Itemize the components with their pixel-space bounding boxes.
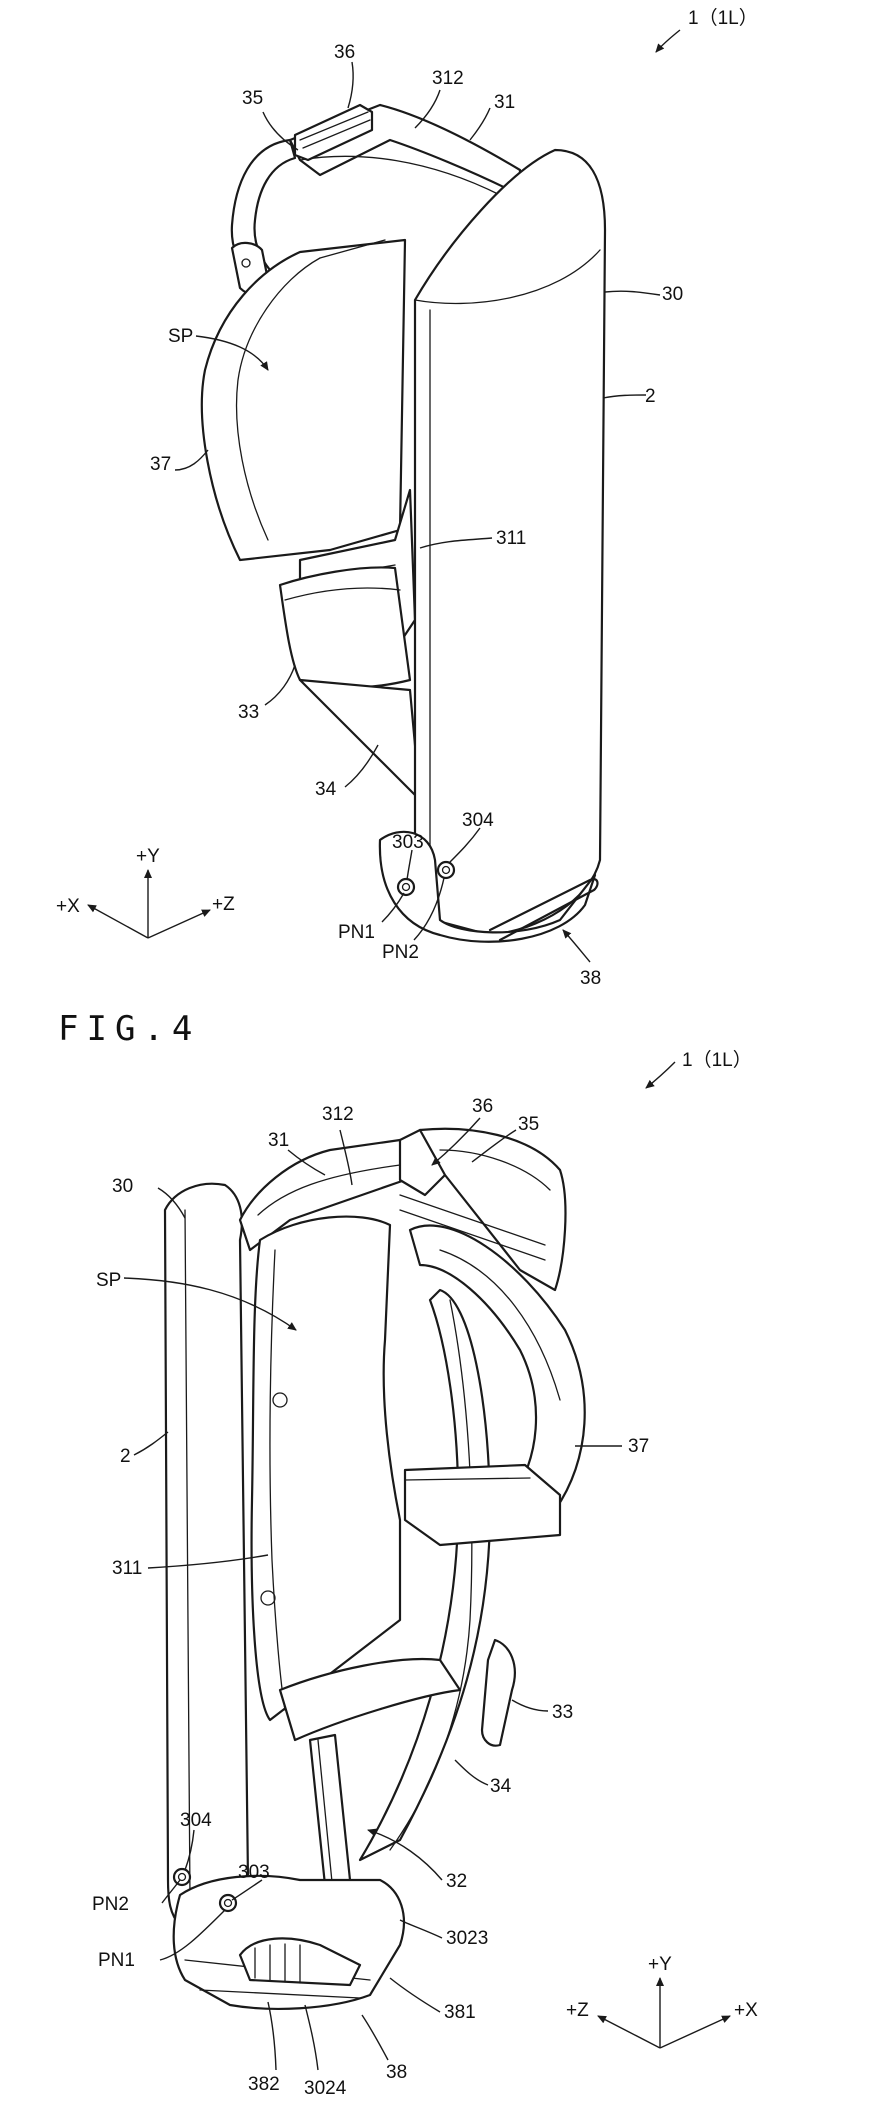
top-label-38: 38 — [580, 968, 601, 989]
top-foot-38 — [378, 830, 597, 943]
top-figure-drawing — [200, 103, 607, 943]
bottom-hole-upper — [272, 1392, 288, 1408]
top-label-35: 35 — [242, 88, 263, 109]
top-label-pn2: PN2 — [382, 942, 419, 963]
top-pin-pn2 — [436, 860, 456, 880]
bottom-pin-pn2 — [172, 1867, 192, 1887]
bottom-shell-311 — [250, 1215, 402, 1722]
top-label-31: 31 — [494, 92, 515, 113]
top-ref-label: 1（1L） — [688, 7, 758, 29]
bottom-label-381: 381 — [444, 2002, 476, 2023]
bottom-leader-lines — [123, 1061, 676, 2071]
top-label-2: 2 — [645, 386, 656, 407]
bottom-label-312: 312 — [322, 1104, 354, 1125]
bottom-lower-shell-33 — [278, 1657, 462, 1742]
bottom-label-31: 31 — [268, 1130, 289, 1151]
bottom-cap-35 — [418, 1127, 567, 1292]
bottom-hole-lower — [260, 1590, 276, 1606]
bottom-label-sp: SP — [96, 1270, 121, 1291]
bottom-label-311: 311 — [112, 1558, 142, 1579]
bottom-label-32: 32 — [446, 1871, 467, 1892]
top-lower-shell-33 — [278, 566, 412, 689]
top-pin-pn1 — [396, 877, 416, 897]
bottom-pin-pn1 — [218, 1893, 238, 1913]
bottom-label-2: 2 — [120, 1446, 131, 1467]
top-label-sp: SP — [168, 326, 193, 347]
bottom-clamp-block — [403, 1463, 562, 1547]
bottom-label-30: 30 — [112, 1176, 133, 1197]
bottom-label-35: 35 — [518, 1114, 539, 1135]
top-main-body-2 — [413, 148, 607, 937]
figure-4-title: FIG.4 — [58, 1009, 200, 1049]
bottom-label-38: 38 — [386, 2062, 407, 2083]
bottom-label-382: 382 — [248, 2074, 280, 2095]
bottom-label-36: 36 — [472, 1096, 493, 1117]
bottom-label-37: 37 — [628, 1436, 649, 1457]
bottom-label-304: 304 — [180, 1810, 212, 1831]
bottom-axes — [597, 1977, 731, 2049]
bottom-label-3023: 3023 — [446, 1928, 488, 1949]
bottom-axis-z: +Z — [566, 2000, 589, 2021]
bottom-label-34: 34 — [490, 1776, 512, 1797]
bottom-label-pn2: PN2 — [92, 1894, 129, 1915]
top-label-30: 30 — [662, 284, 683, 305]
top-axis-z: +Z — [212, 894, 235, 915]
top-label-34: 34 — [315, 779, 337, 800]
bottom-bracket-33 — [480, 1638, 516, 1747]
top-label-311: 311 — [496, 528, 526, 549]
top-shell-37 — [200, 238, 407, 562]
bottom-label-303: 303 — [238, 1862, 270, 1883]
bottom-strap-34 — [358, 1288, 492, 1862]
top-label-37: 37 — [150, 454, 171, 475]
bottom-label-33: 33 — [552, 1702, 573, 1723]
top-label-304: 304 — [462, 810, 494, 831]
top-label-312: 312 — [432, 68, 464, 89]
top-axis-y: +Y — [136, 846, 160, 867]
top-label-pn1: PN1 — [338, 922, 375, 943]
top-axes — [87, 869, 211, 939]
top-label-303: 303 — [392, 832, 424, 853]
bottom-axis-y: +Y — [648, 1954, 672, 1975]
bottom-label-3024: 3024 — [304, 2078, 347, 2099]
bottom-ref-label: 1（1L） — [682, 1049, 752, 1071]
bottom-axis-x: +X — [734, 2000, 758, 2021]
bottom-label-pn1: PN1 — [98, 1950, 135, 1971]
top-axis-x: +X — [56, 896, 80, 917]
top-label-33: 33 — [238, 702, 259, 723]
bottom-figure-drawing — [163, 1127, 586, 2010]
top-leader-lines — [174, 29, 681, 963]
top-label-36: 36 — [334, 42, 355, 63]
